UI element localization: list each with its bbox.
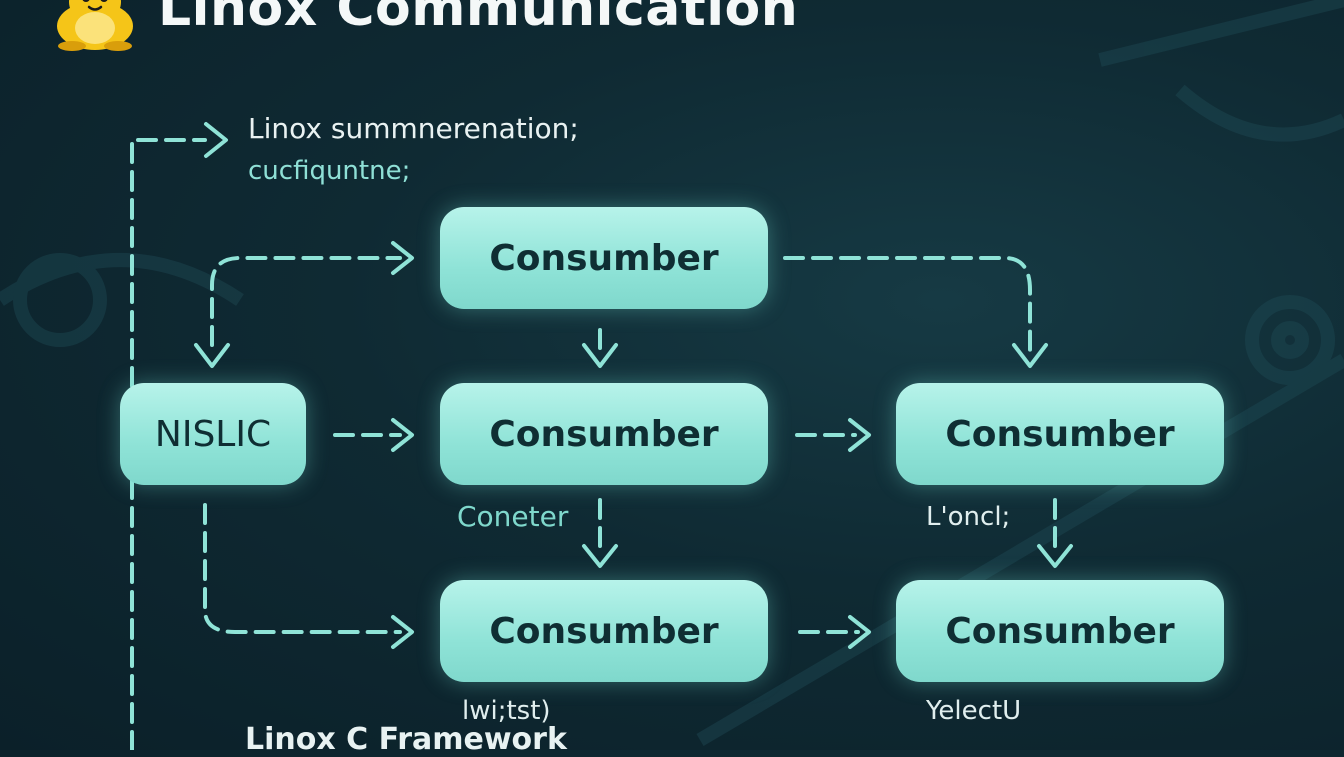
- node-bottom-right-label: Consumber: [945, 610, 1175, 652]
- subtitle-line-1: Linox summnerenation;: [248, 112, 579, 145]
- caption-bottom-right: YelectU: [926, 696, 1022, 726]
- node-top-consumer-label: Consumber: [489, 237, 719, 279]
- caption-bottom-center: lwi;tst): [462, 696, 551, 726]
- node-mid-center-consumer[interactable]: Consumber: [440, 383, 768, 485]
- subtitle-line-2: cucfiquntne;: [248, 156, 411, 186]
- footer-text: Linox C Framework: [245, 722, 567, 757]
- node-mid-right-label: Consumber: [945, 413, 1175, 455]
- node-bottom-center-consumer[interactable]: Consumber: [440, 580, 768, 682]
- node-bottom-right-consumer[interactable]: Consumber: [896, 580, 1224, 682]
- node-nsc[interactable]: NISLIC: [120, 383, 306, 485]
- node-top-consumer[interactable]: Consumber: [440, 207, 768, 309]
- page-title: Linox Communication: [158, 0, 799, 38]
- label-center-side: Coneter: [457, 500, 569, 533]
- node-nsc-label: NISLIC: [154, 413, 272, 455]
- node-bottom-center-label: Consumber: [489, 610, 719, 652]
- label-right-side: L'oncl;: [926, 502, 1011, 532]
- penguin-mascot-icon: [57, 0, 133, 51]
- node-mid-center-label: Consumber: [489, 413, 719, 455]
- node-mid-right-consumer[interactable]: Consumber: [896, 383, 1224, 485]
